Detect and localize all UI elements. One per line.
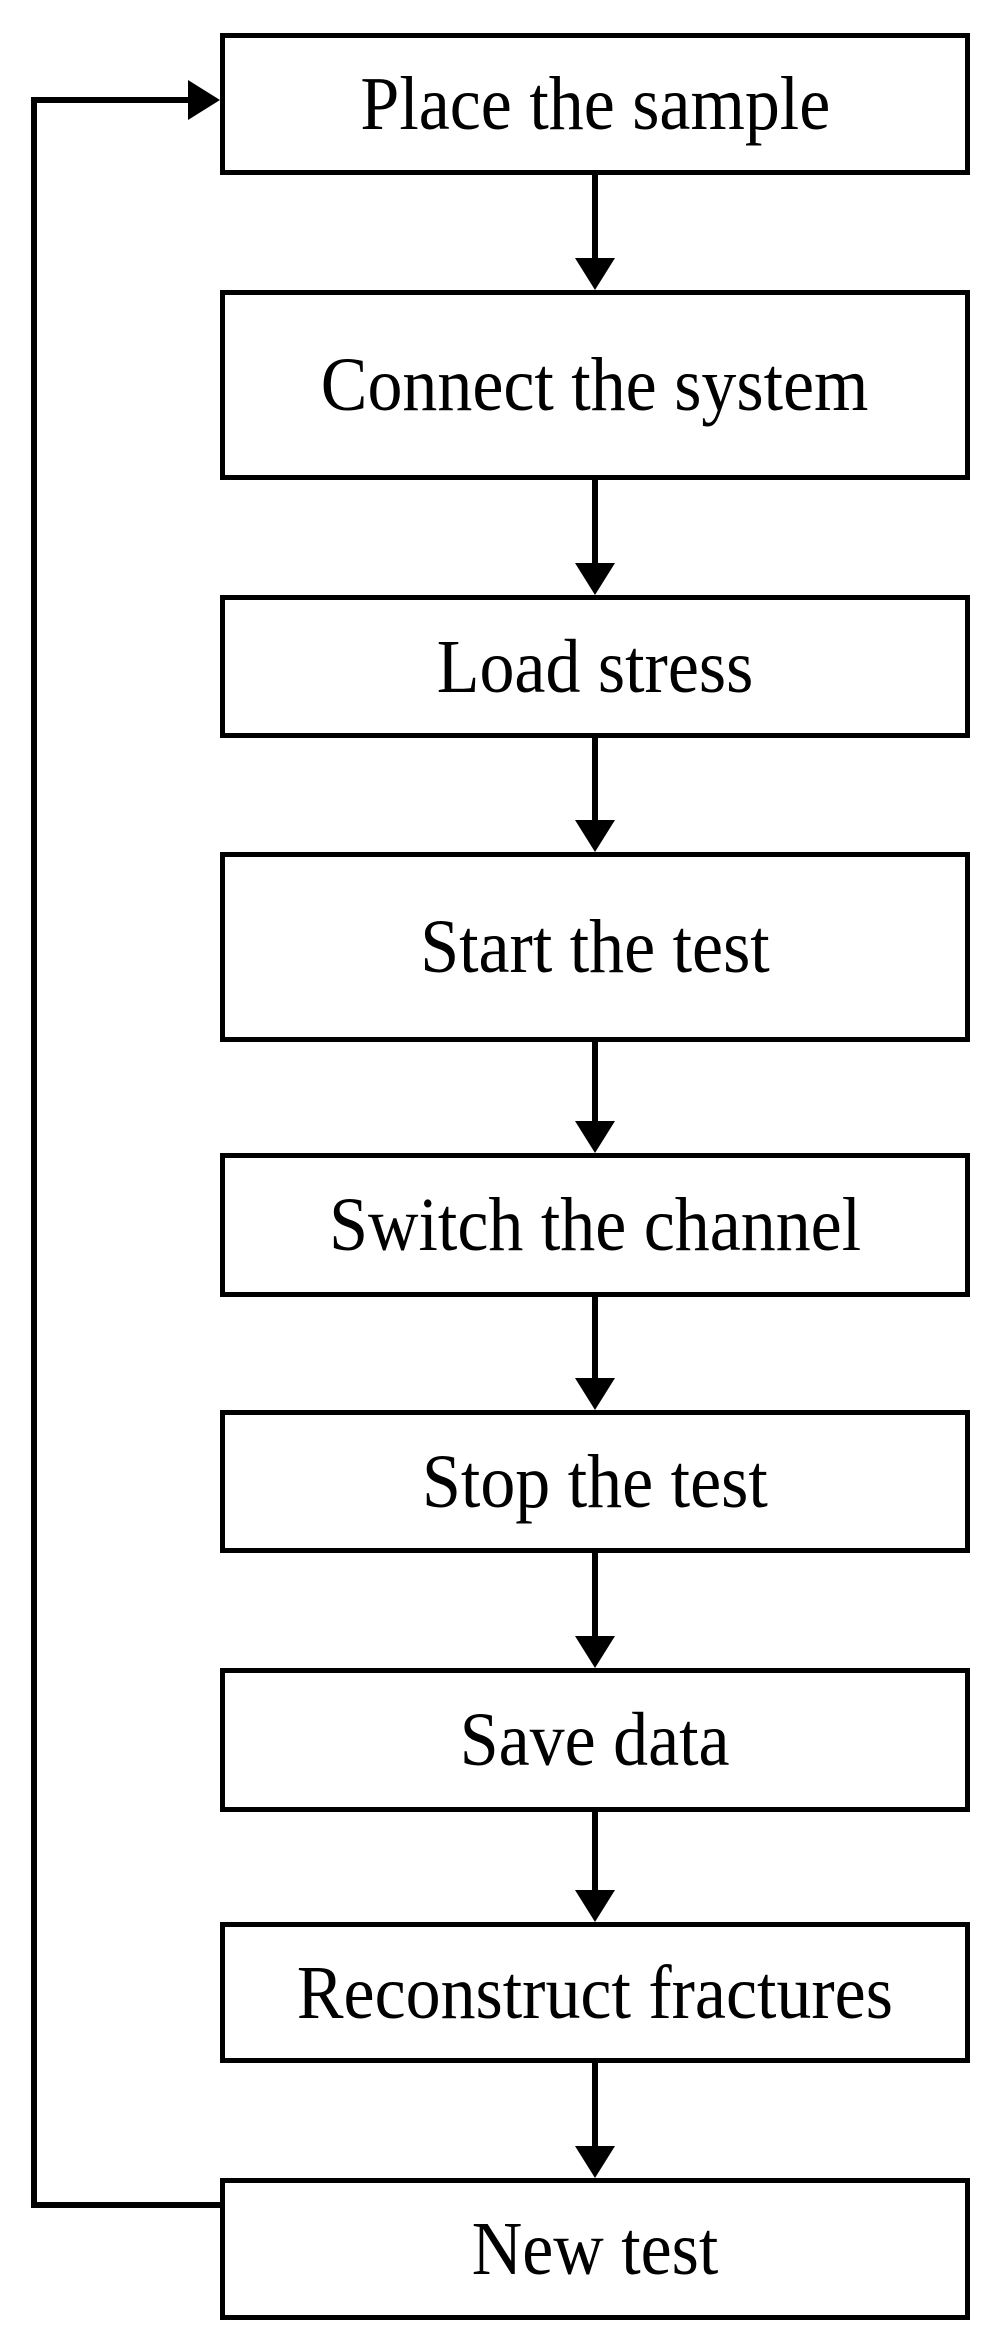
node-label: Switch the channel [328, 1183, 862, 1267]
edge-stop-to-save [575, 1553, 615, 1668]
node-new-test[interactable]: New test [220, 2178, 970, 2320]
node-connect-the-system[interactable]: Connect the system [220, 290, 970, 480]
node-label: Place the sample [360, 62, 830, 146]
node-reconstruct-fractures[interactable]: Reconstruct fractures [220, 1922, 970, 2063]
node-label: Load stress [436, 624, 754, 709]
node-start-the-test[interactable]: Start the test [220, 852, 970, 1042]
node-label: Start the test [420, 905, 770, 989]
node-place-the-sample[interactable]: Place the sample [220, 33, 970, 175]
node-switch-the-channel[interactable]: Switch the channel [220, 1153, 970, 1297]
node-label: Connect the system [321, 343, 869, 427]
node-label: New test [471, 2207, 719, 2291]
edge-place-to-connect [575, 175, 615, 290]
edge-save-to-reconstruct [575, 1812, 615, 1922]
edge-switch-to-stop [575, 1297, 615, 1410]
edge-load-to-start [575, 738, 615, 852]
node-label: Stop the test [422, 1439, 768, 1524]
edge-connect-to-load [575, 480, 615, 595]
node-stop-the-test[interactable]: Stop the test [220, 1410, 970, 1553]
edge-reconstruct-to-new [575, 2063, 615, 2178]
edge-start-to-switch [575, 1042, 615, 1153]
node-save-data[interactable]: Save data [220, 1668, 970, 1812]
edge-new-test-loop-back [31, 80, 220, 2208]
node-label: Save data [460, 1698, 730, 1782]
node-load-stress[interactable]: Load stress [220, 595, 970, 738]
node-label: Reconstruct fractures [296, 1950, 893, 2035]
